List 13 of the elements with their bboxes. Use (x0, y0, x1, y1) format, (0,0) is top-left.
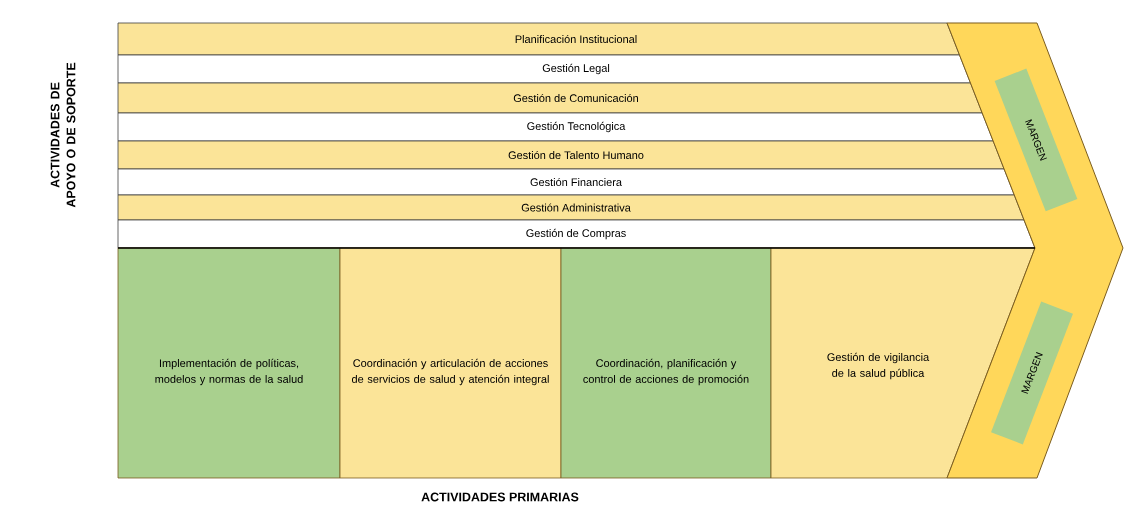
support-activity-band: Gestión de Compras (117, 219, 1036, 249)
support-activity-band: Planificación Institucional (117, 22, 960, 56)
support-activity-band: Gestión de Comunicación (117, 82, 983, 114)
support-activity-band: Gestión Tecnológica (117, 112, 994, 142)
primary-activity-box: Coordinación y articulación de acciones de servicios de salud y atención integral (339, 247, 562, 479)
axis-label: ACTIVIDADES PRIMARIAS (421, 492, 579, 502)
support-activity-band: Gestión Financiera (117, 168, 1015, 196)
axis-label: ACTIVIDADES DE APOYO O DE SOPORTE (50, 62, 76, 208)
primary-activity-box: Coordinación, planificación y control de acciones de promoción (560, 247, 772, 479)
support-activity-band: Gestión Legal (117, 54, 971, 84)
support-activity-band: Gestión de Talento Humano (117, 140, 1005, 170)
support-activity-band: Gestión Administrativa (117, 194, 1025, 221)
primary-activity-box: Implementación de políticas, modelos y normas de la salud (117, 247, 341, 479)
